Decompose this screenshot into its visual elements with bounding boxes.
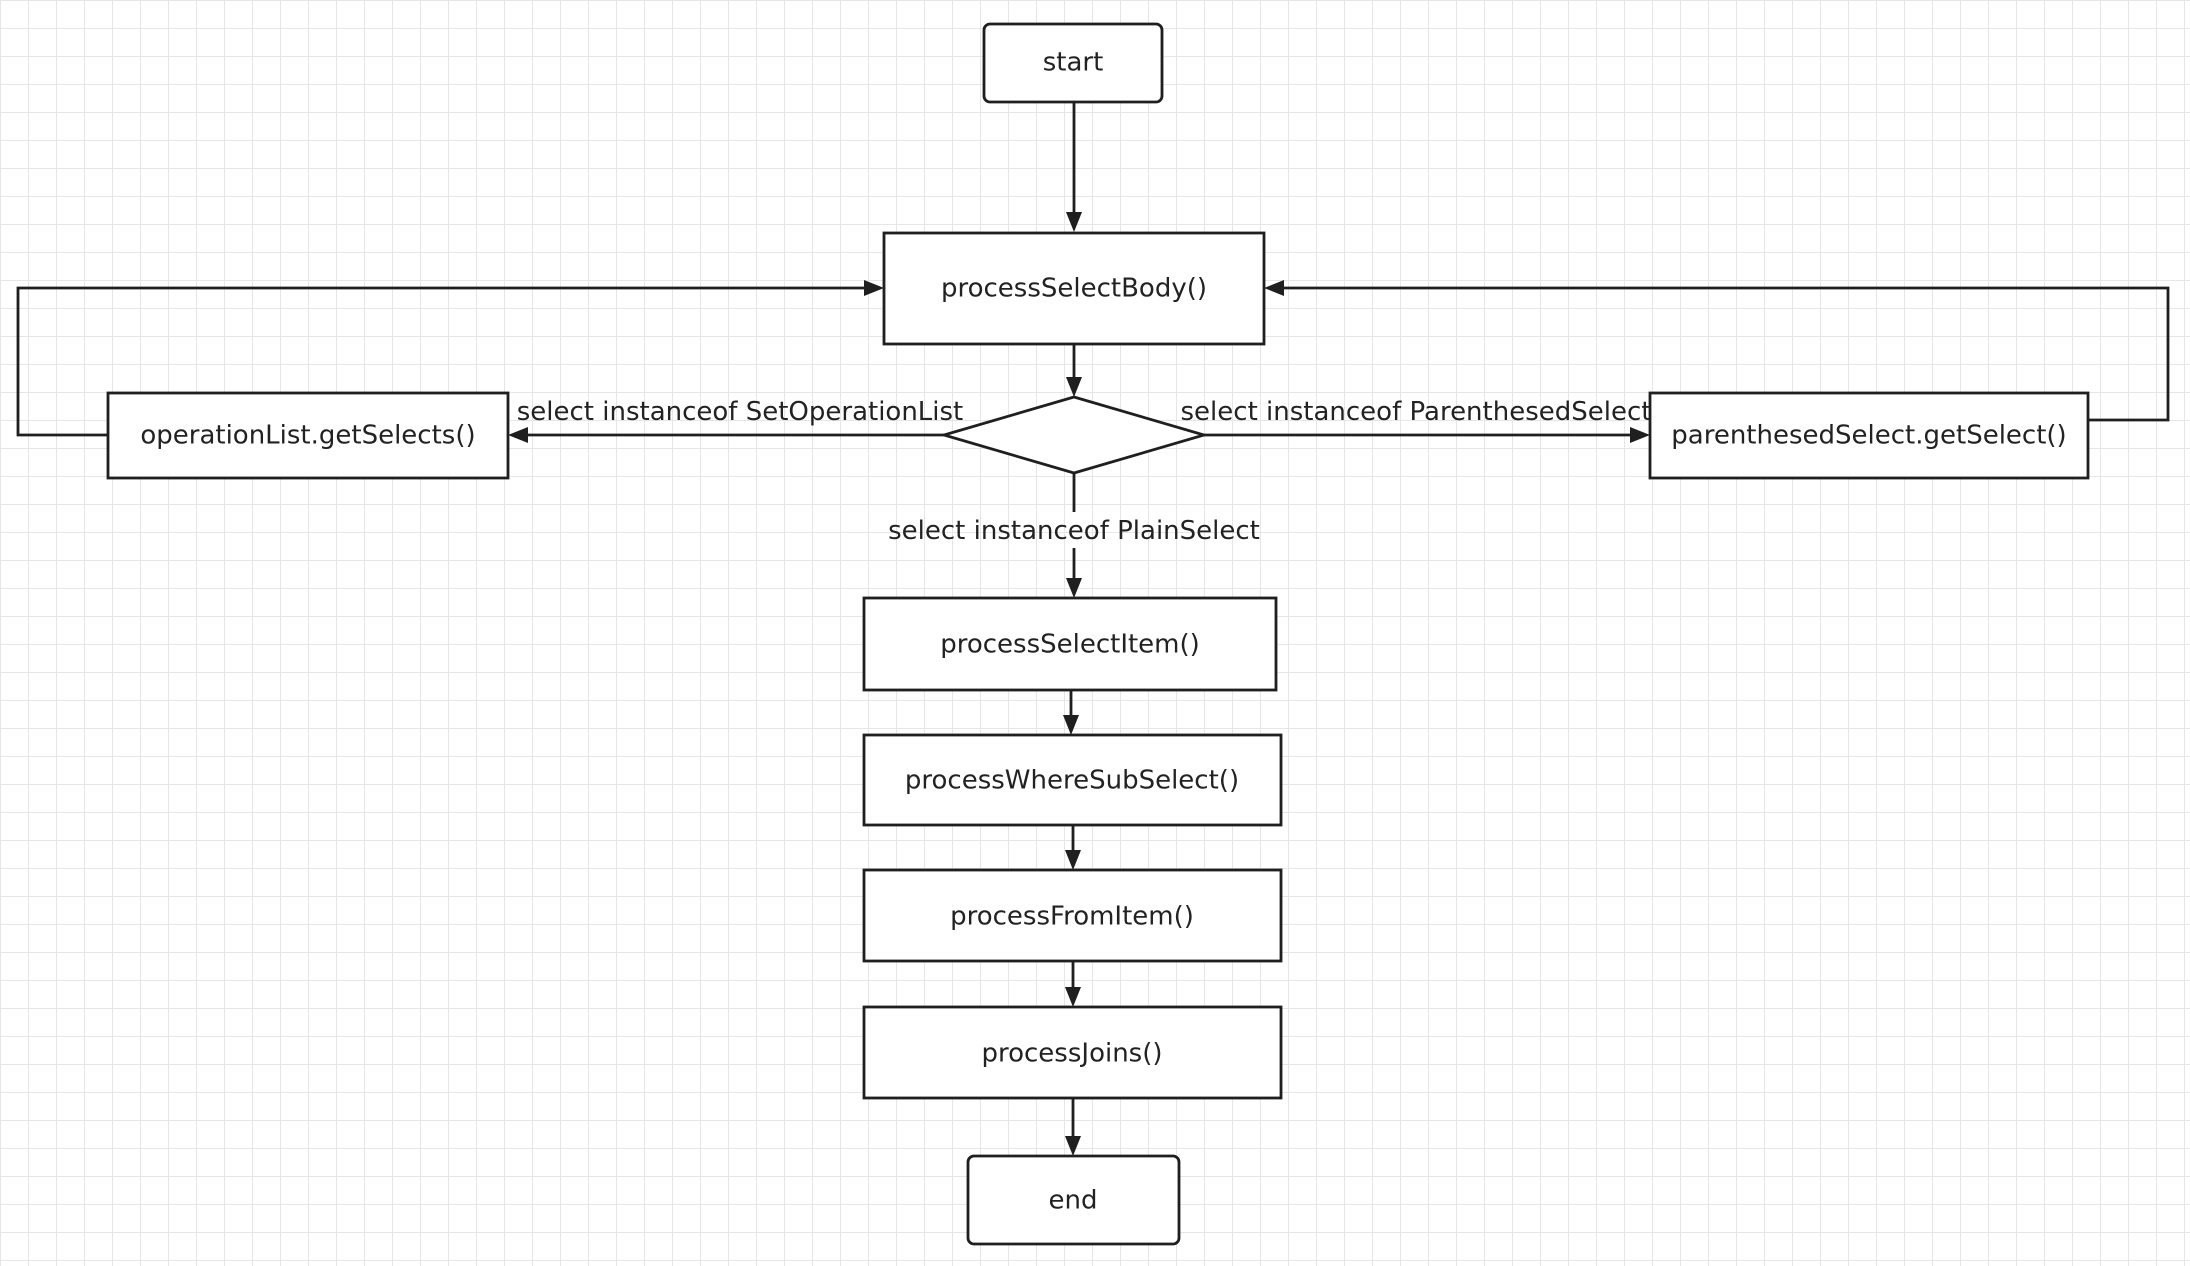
node-operation-list-get-selects-label: operationList.getSelects()	[140, 421, 475, 451]
node-decision-diamond	[939, 395, 1209, 475]
arrowhead	[864, 280, 884, 296]
node-operation-list-get-selects[interactable]: operationList.getSelects()	[106, 391, 510, 480]
node-process-select-body-box	[882, 231, 1266, 346]
edge-operation-list-loop-back	[16, 286, 864, 437]
node-start-box	[982, 22, 1164, 104]
node-process-from-item[interactable]: processFromItem()	[862, 868, 1283, 963]
arrowhead	[1063, 715, 1079, 735]
node-start[interactable]: start	[982, 22, 1164, 104]
node-process-joins-box	[862, 1005, 1283, 1100]
node-process-from-item-box	[862, 868, 1283, 963]
node-operation-list-get-selects-box	[106, 391, 510, 480]
node-end-box	[966, 1154, 1181, 1246]
edges	[16, 102, 2170, 1156]
edge-label-set-operation-list: select instanceof SetOperationList	[517, 397, 964, 427]
node-end[interactable]: end	[966, 1154, 1181, 1246]
arrowhead	[508, 427, 528, 443]
node-process-joins-label: processJoins()	[981, 1039, 1162, 1069]
arrowhead	[1065, 850, 1081, 870]
node-process-from-item-label: processFromItem()	[950, 902, 1194, 932]
edge-labels: select instanceof SetOperationList selec…	[517, 397, 1652, 546]
node-process-select-item-label: processSelectItem()	[940, 630, 1200, 660]
node-decision[interactable]	[939, 395, 1209, 475]
edge-label-plain-select: select instanceof PlainSelect	[888, 516, 1260, 546]
node-end-label: end	[1049, 1186, 1098, 1216]
node-start-label: start	[1043, 48, 1104, 78]
node-parenthesed-select-get-select[interactable]: parenthesedSelect.getSelect()	[1648, 391, 2090, 480]
node-parenthesed-select-get-select-box	[1648, 391, 2090, 480]
node-process-select-body-label: processSelectBody()	[941, 274, 1207, 304]
node-process-select-body[interactable]: processSelectBody()	[882, 231, 1266, 346]
arrowhead	[1065, 987, 1081, 1007]
node-process-where-sub-select-box	[862, 733, 1283, 827]
arrowhead	[1264, 280, 1284, 296]
edge-label-parenthesed-select: select instanceof ParenthesedSelect	[1181, 397, 1652, 427]
arrowhead	[1066, 377, 1082, 397]
node-process-joins[interactable]: processJoins()	[862, 1005, 1283, 1100]
edge-parenthesed-select-loop-back	[1284, 286, 2170, 422]
arrowhead	[1065, 1136, 1081, 1156]
node-process-select-item-box	[862, 596, 1278, 692]
arrowhead	[1066, 212, 1082, 232]
node-process-where-sub-select[interactable]: processWhereSubSelect()	[862, 733, 1283, 827]
arrowhead	[1630, 427, 1650, 443]
node-parenthesed-select-get-select-label: parenthesedSelect.getSelect()	[1671, 421, 2066, 451]
node-process-select-item[interactable]: processSelectItem()	[862, 596, 1278, 692]
node-process-where-sub-select-label: processWhereSubSelect()	[905, 766, 1239, 796]
arrowhead	[1066, 578, 1082, 598]
